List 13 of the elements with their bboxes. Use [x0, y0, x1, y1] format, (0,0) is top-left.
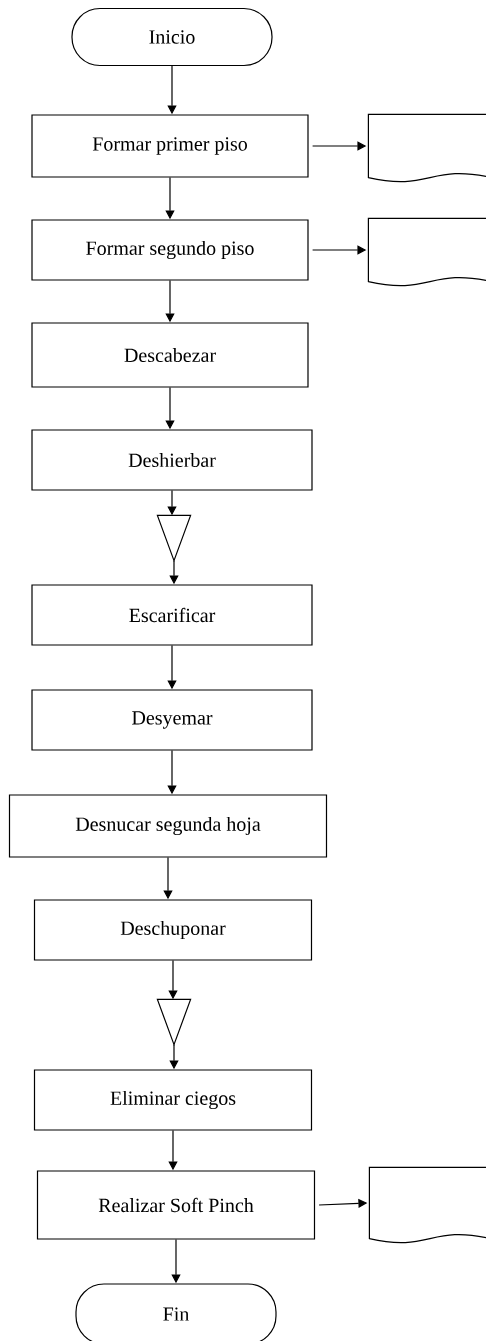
- process-box: Descabezar: [31, 322, 309, 388]
- process-box: Desyemar: [31, 689, 313, 751]
- process-box: Escarificar: [31, 584, 313, 646]
- process-box: Realizar Soft Pinch: [36, 1170, 316, 1240]
- process-box: Deshierbar: [31, 429, 313, 491]
- process-box: Desnucar segunda hoja: [8, 794, 328, 858]
- document-shape: [368, 1166, 486, 1244]
- process-box: Deschuponar: [33, 899, 313, 961]
- process-box: Formar primer piso: [31, 114, 309, 178]
- process-box: Formar segundo piso: [31, 219, 309, 281]
- document-shape: [367, 113, 486, 183]
- process-box: Eliminar ciegos: [33, 1069, 313, 1131]
- document-shape: [367, 217, 486, 287]
